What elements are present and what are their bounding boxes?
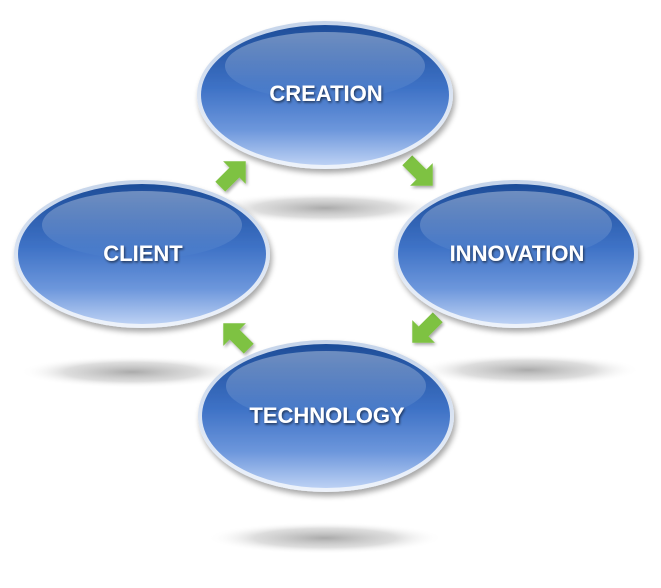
- client-label: CLIENT: [103, 241, 183, 266]
- node-technology: TECHNOLOGY: [198, 340, 454, 492]
- innovation-floor-shadow: [416, 354, 640, 386]
- node-creation: CREATION: [197, 21, 453, 169]
- arrow-client-to-creation-icon: [215, 161, 246, 192]
- node-client: CLIENT: [14, 180, 270, 328]
- technology-gloss: [226, 351, 426, 421]
- floor-shadows: [20, 192, 640, 554]
- creation-gloss: [225, 32, 425, 100]
- innovation-gloss: [420, 191, 612, 259]
- technology-floor-shadow: [207, 522, 443, 554]
- node-innovation: INNOVATION: [394, 180, 638, 328]
- creation-label: CREATION: [269, 81, 382, 106]
- arrow-innovation-to-technology-icon: [412, 312, 443, 343]
- innovation-label: INNOVATION: [450, 241, 585, 266]
- client-gloss: [42, 191, 242, 259]
- cycle-arrows: [215, 155, 443, 354]
- technology-label: TECHNOLOGY: [249, 403, 405, 428]
- creation-floor-shadow: [207, 192, 443, 224]
- client-floor-shadow: [20, 356, 244, 388]
- arrow-technology-to-client-icon: [223, 323, 254, 354]
- arrow-creation-to-innovation-icon: [402, 155, 433, 186]
